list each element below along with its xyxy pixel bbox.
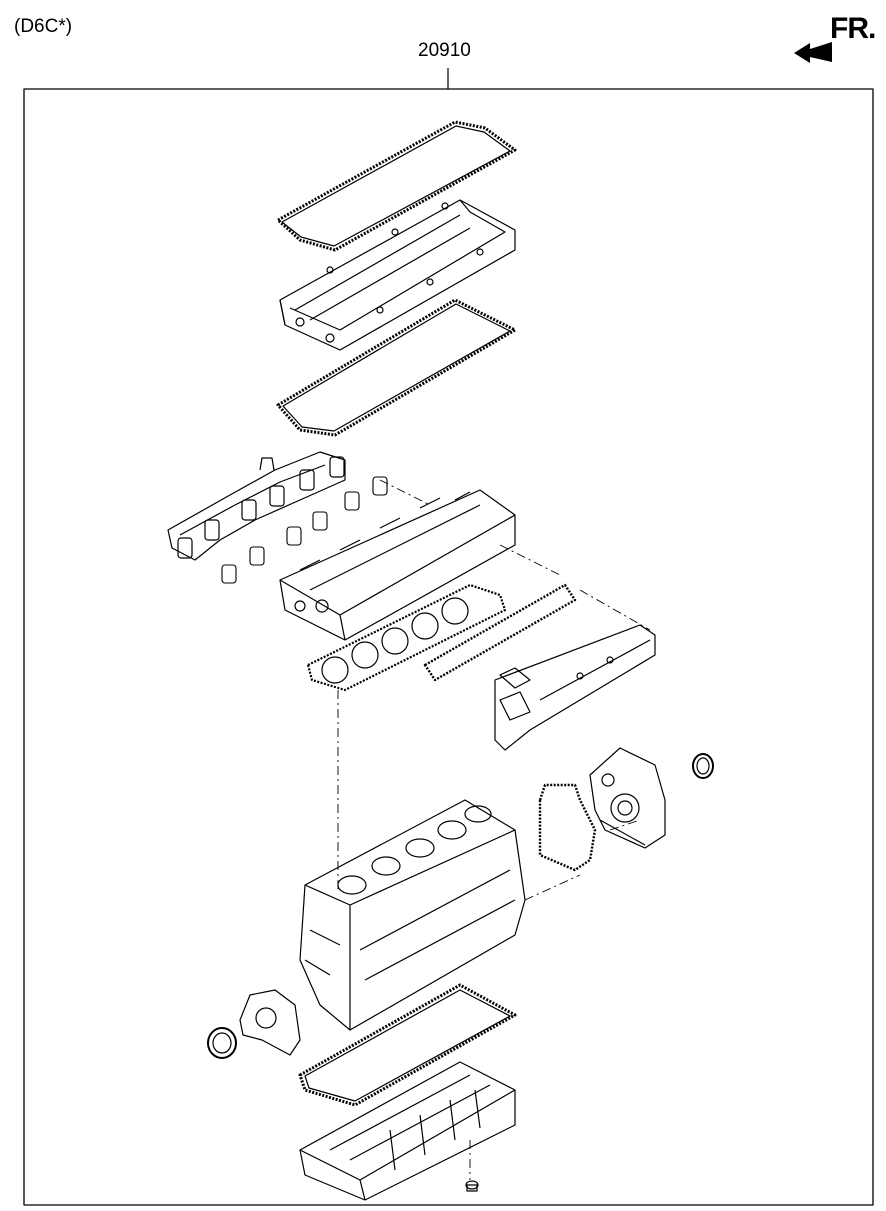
assembly-guide-lines bbox=[337, 479, 651, 1180]
oil-pan-icon[interactable] bbox=[299, 1061, 516, 1201]
cylinder-head-icon[interactable] bbox=[279, 489, 516, 641]
variant-label: (D6C*) bbox=[14, 16, 73, 37]
part-number-label[interactable]: 20910 bbox=[418, 40, 471, 61]
front-oil-seal-icon[interactable] bbox=[692, 753, 714, 779]
head-cover-lower-gasket-icon[interactable] bbox=[276, 298, 517, 437]
intake-manifold-icon[interactable] bbox=[494, 624, 656, 751]
intake-gasket-icon[interactable] bbox=[423, 583, 577, 682]
front-direction-label: FR. bbox=[830, 12, 876, 45]
drain-plug-icon[interactable] bbox=[465, 1180, 479, 1192]
head-cover-gasket-icon[interactable] bbox=[276, 120, 517, 252]
cylinder-block-icon[interactable] bbox=[299, 799, 526, 1031]
head-gasket-icon[interactable] bbox=[306, 583, 507, 692]
timing-cover-icon[interactable] bbox=[589, 747, 666, 849]
head-cover-icon[interactable] bbox=[279, 199, 516, 351]
manifold-gaskets-icon[interactable] bbox=[221, 476, 388, 584]
rear-oil-seal-icon[interactable] bbox=[207, 1027, 237, 1059]
rear-seal-housing-icon[interactable] bbox=[239, 989, 301, 1056]
oil-pan-gasket-icon[interactable] bbox=[298, 983, 517, 1107]
diagram-frame bbox=[23, 88, 874, 1206]
exhaust-manifold-icon[interactable] bbox=[167, 451, 346, 561]
front-arrow-icon bbox=[794, 42, 832, 63]
timing-cover-gasket-icon[interactable] bbox=[538, 783, 597, 872]
